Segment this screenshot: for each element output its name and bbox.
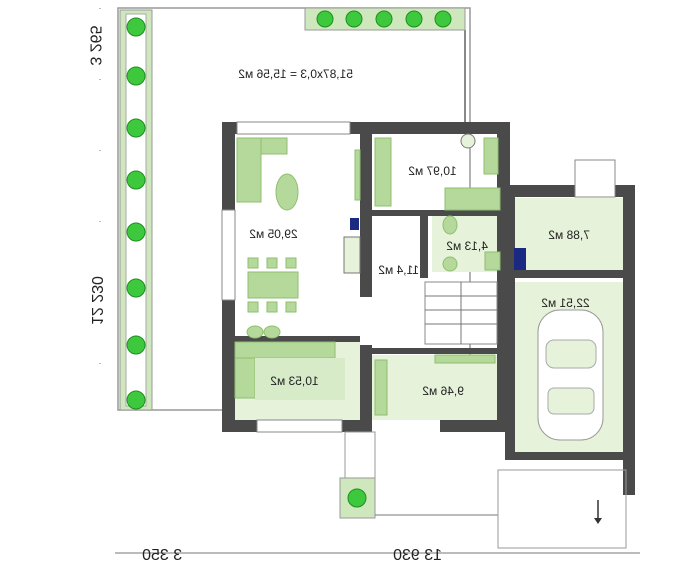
room-area-living: 29,05 м2 — [249, 227, 298, 241]
driveway — [497, 469, 627, 549]
dimension-left-main: 12 230 — [88, 276, 105, 325]
entrance-shoe-rack — [374, 359, 388, 416]
window — [256, 419, 343, 433]
plant-icon — [316, 10, 334, 28]
dimension-bottom-main: 13 930 — [393, 547, 442, 564]
plant-icon — [126, 390, 146, 410]
bedroom-furniture — [374, 133, 501, 211]
terrace-area-label: 51,87x0,3 = 15,56 м2 — [238, 67, 353, 81]
room-area-entrance: 9,46 м2 — [422, 384, 464, 398]
car-icon — [537, 309, 604, 441]
plant-icon — [126, 335, 146, 355]
room-area-boiler: 7,88 м2 — [548, 228, 590, 242]
boiler-entry — [574, 159, 616, 198]
arrow-down-head — [594, 518, 602, 524]
plant-icon — [126, 17, 146, 37]
entrance-bench — [434, 354, 496, 364]
planter-left-plants — [126, 17, 146, 410]
stairs — [424, 281, 498, 345]
room-area-bedroom: 10,97 м2 — [408, 164, 457, 178]
plant-icon — [375, 10, 393, 28]
bathroom-furniture — [442, 215, 501, 272]
room-area-hall: 11,4 м2 — [378, 263, 419, 277]
window — [221, 209, 236, 301]
radiator-icon — [350, 218, 359, 230]
entrance-floor — [372, 355, 498, 420]
planter-top-plants — [316, 10, 452, 28]
plant-icon — [345, 10, 363, 28]
room-area-kitchen: 10,53 м2 — [270, 374, 319, 388]
plant-icon — [347, 488, 367, 508]
plant-icon — [126, 170, 146, 190]
plant-icon — [126, 66, 146, 86]
living-furniture — [236, 137, 361, 339]
plant-icon — [126, 278, 146, 298]
dimension-bottom-left: 3 350 — [142, 547, 182, 564]
plant-icon — [434, 10, 452, 28]
fireplace — [343, 236, 361, 274]
boiler-icon — [514, 248, 526, 270]
walls — [222, 122, 635, 495]
plant-icon — [405, 10, 423, 28]
window — [236, 121, 351, 135]
kitchen-furniture — [234, 341, 345, 400]
plant-icon — [126, 222, 146, 242]
boiler-floor — [515, 198, 625, 270]
room-area-bathroom: 4,13 м2 — [446, 239, 488, 253]
plant-icon — [126, 118, 146, 138]
dimension-left-top: 3 265 — [87, 25, 104, 65]
room-area-garage: 22,51 м2 — [541, 296, 590, 310]
